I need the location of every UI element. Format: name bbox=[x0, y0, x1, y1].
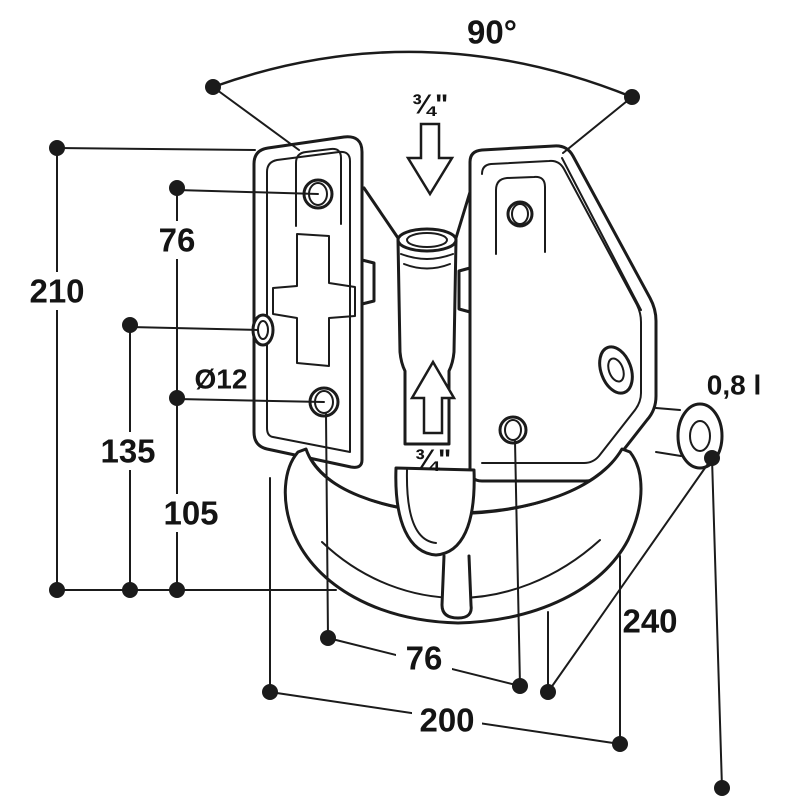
dimension-endpoint-dot bbox=[205, 79, 221, 95]
dimension-endpoint-dot bbox=[49, 140, 65, 156]
label-backplate bbox=[95, 432, 161, 470]
dimension-endpoint-dot bbox=[612, 736, 628, 752]
valve-paddle bbox=[394, 466, 476, 557]
right-bracket-inner-contour bbox=[481, 159, 642, 464]
dimension-endpoint-dot bbox=[49, 582, 65, 598]
left-hinge-knuckle bbox=[360, 258, 376, 306]
right-top-bolt-hole-inner bbox=[511, 203, 529, 225]
inlet-bottom-label: ¾" bbox=[415, 444, 452, 475]
angle-label: 90° bbox=[467, 14, 517, 51]
label-backplate bbox=[396, 639, 452, 677]
ext-line-top bbox=[56, 147, 256, 151]
side-flange-hole bbox=[689, 420, 711, 452]
left-bracket-strap bbox=[295, 147, 342, 227]
dimension-endpoint-dot bbox=[320, 630, 336, 646]
dim-label-240: 240 bbox=[622, 603, 677, 640]
dim-label-200: 200 bbox=[419, 702, 474, 739]
pipe-thread-line-2 bbox=[403, 263, 451, 270]
dimension-endpoint-dot bbox=[714, 780, 730, 796]
leader-side-hole bbox=[129, 326, 259, 331]
right-bracket bbox=[468, 144, 658, 483]
dimension-endpoint-dot bbox=[624, 89, 640, 105]
dimension-endpoint-dot bbox=[540, 684, 556, 700]
dim-label-135: 135 bbox=[100, 433, 155, 470]
dimension-endpoint-dot bbox=[704, 450, 720, 466]
dimension-endpoint-dots bbox=[49, 79, 730, 796]
product-drawing bbox=[251, 135, 724, 625]
dimension-endpoint-dot bbox=[169, 582, 185, 598]
left-bracket bbox=[252, 135, 364, 469]
right-bracket-fold-line bbox=[561, 157, 642, 311]
ext-line-hole-left bbox=[325, 413, 329, 639]
dimension-lines bbox=[49, 50, 730, 796]
left-bracket-inner-contour bbox=[266, 150, 351, 453]
swivel-arc bbox=[211, 50, 634, 99]
right-bracket-strap bbox=[495, 175, 546, 255]
label-backplate bbox=[412, 701, 482, 739]
dim-label-76-bottom: 76 bbox=[406, 640, 443, 677]
pipe-thread-line-1 bbox=[400, 253, 454, 260]
label-backplate bbox=[158, 494, 224, 532]
right-hinge-knuckle bbox=[457, 266, 472, 314]
swivel-arc-leg-left bbox=[212, 86, 300, 151]
valve-paddle-inner-line bbox=[405, 469, 437, 544]
funnel-edge-left bbox=[362, 186, 400, 240]
inlet-top-label: ¾" bbox=[412, 89, 449, 120]
flow-arrow-down-icon bbox=[405, 122, 455, 197]
dimension-endpoint-dot bbox=[122, 317, 138, 333]
flange-connector-top bbox=[655, 407, 681, 411]
dimension-endpoint-dot bbox=[169, 390, 185, 406]
dim-label-105: 105 bbox=[163, 495, 218, 532]
label-backplate bbox=[24, 272, 90, 310]
funnel-edge-right bbox=[454, 190, 472, 240]
label-backplate bbox=[148, 221, 206, 259]
gusset-oval-hole bbox=[598, 345, 634, 395]
swivel-arc-leg-right bbox=[562, 96, 633, 154]
pipe-bore bbox=[406, 232, 448, 248]
dimension-endpoint-dot bbox=[512, 678, 528, 694]
paddle-tongue bbox=[440, 554, 473, 620]
dim-line-240 bbox=[547, 457, 713, 693]
right-lower-bolt-hole-inner bbox=[504, 419, 522, 441]
hole-diameter-label: Ø12 bbox=[195, 364, 248, 395]
dim-label-210: 210 bbox=[29, 273, 84, 310]
ext-line-right-depth bbox=[711, 457, 723, 789]
flange-connector-bottom bbox=[655, 451, 682, 457]
leader-top-hole bbox=[176, 189, 319, 195]
flow-arrow-up-icon bbox=[409, 359, 457, 435]
gusset-oval-hole-inner bbox=[607, 357, 625, 383]
dimension-labels: 90° ¾" ¾" 210 76 135 105 Ø12 0,8 l 76 20… bbox=[24, 14, 761, 739]
leader-lower-hole bbox=[176, 398, 325, 403]
dimension-endpoint-dot bbox=[122, 582, 138, 598]
dim-label-76-left: 76 bbox=[159, 222, 196, 259]
ext-line-hole-right bbox=[514, 440, 521, 687]
capacity-label: 0,8 l bbox=[707, 370, 761, 401]
dimension-endpoint-dot bbox=[262, 684, 278, 700]
dimension-endpoint-dot bbox=[169, 180, 185, 196]
left-bracket-cross-recess bbox=[272, 233, 356, 367]
